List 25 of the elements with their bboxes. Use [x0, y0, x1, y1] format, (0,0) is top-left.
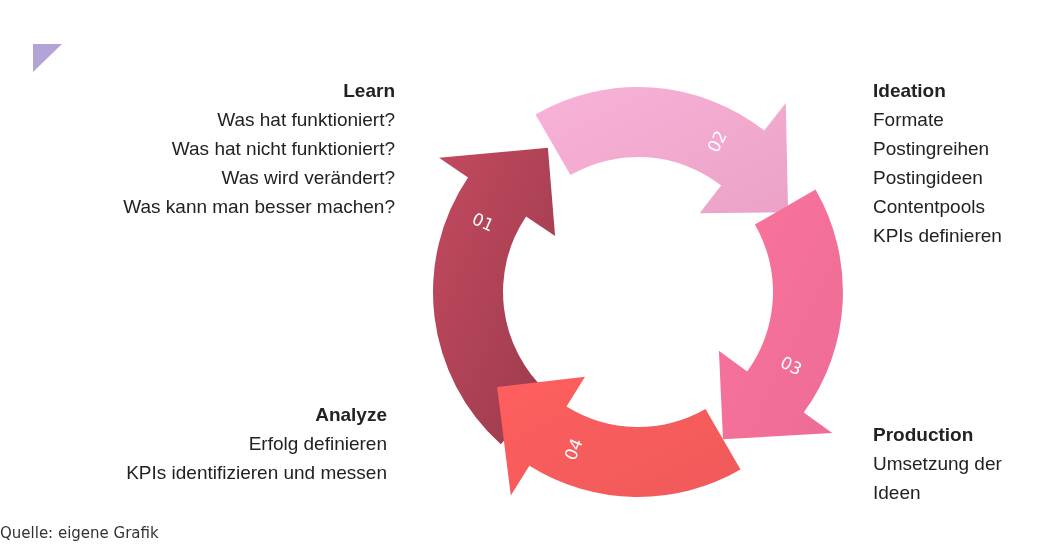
stage-item: Erfolg definieren — [247, 432, 387, 456]
stage-item: Was wird verändert? — [220, 166, 395, 190]
step-number: 03 — [777, 351, 806, 380]
stage-heading: Analyze — [314, 403, 387, 427]
step-number: 02 — [703, 127, 731, 156]
cycle-segment — [497, 376, 741, 497]
caption: Quelle: eigene Grafik — [0, 524, 159, 542]
stage-heading: Learn — [342, 79, 395, 103]
stage-item: Was kann man besser machen? — [123, 195, 395, 219]
stage-heading: Production — [873, 423, 975, 447]
stage-item: Postingreihen — [873, 137, 991, 161]
stage-item: Postingideen — [873, 166, 984, 190]
stage-item: KPIs definieren — [873, 224, 1002, 248]
stage-item: KPIs identifizieren und messen — [126, 461, 387, 485]
cycle-segment — [718, 189, 843, 440]
cycle-segment — [433, 147, 556, 445]
stage-item: Contentpools — [873, 195, 986, 219]
step-number: 01 — [469, 208, 498, 236]
stage-item: Formate — [873, 108, 945, 132]
stage-item: Umsetzung der Ideen — [873, 452, 1003, 505]
step-number: 04 — [560, 435, 587, 464]
stage-item: Was hat nicht funktioniert? — [170, 137, 395, 161]
stage-heading: Ideation — [873, 79, 947, 103]
cycle-segment — [535, 87, 789, 214]
stage-item: Was hat funktioniert? — [216, 108, 395, 132]
